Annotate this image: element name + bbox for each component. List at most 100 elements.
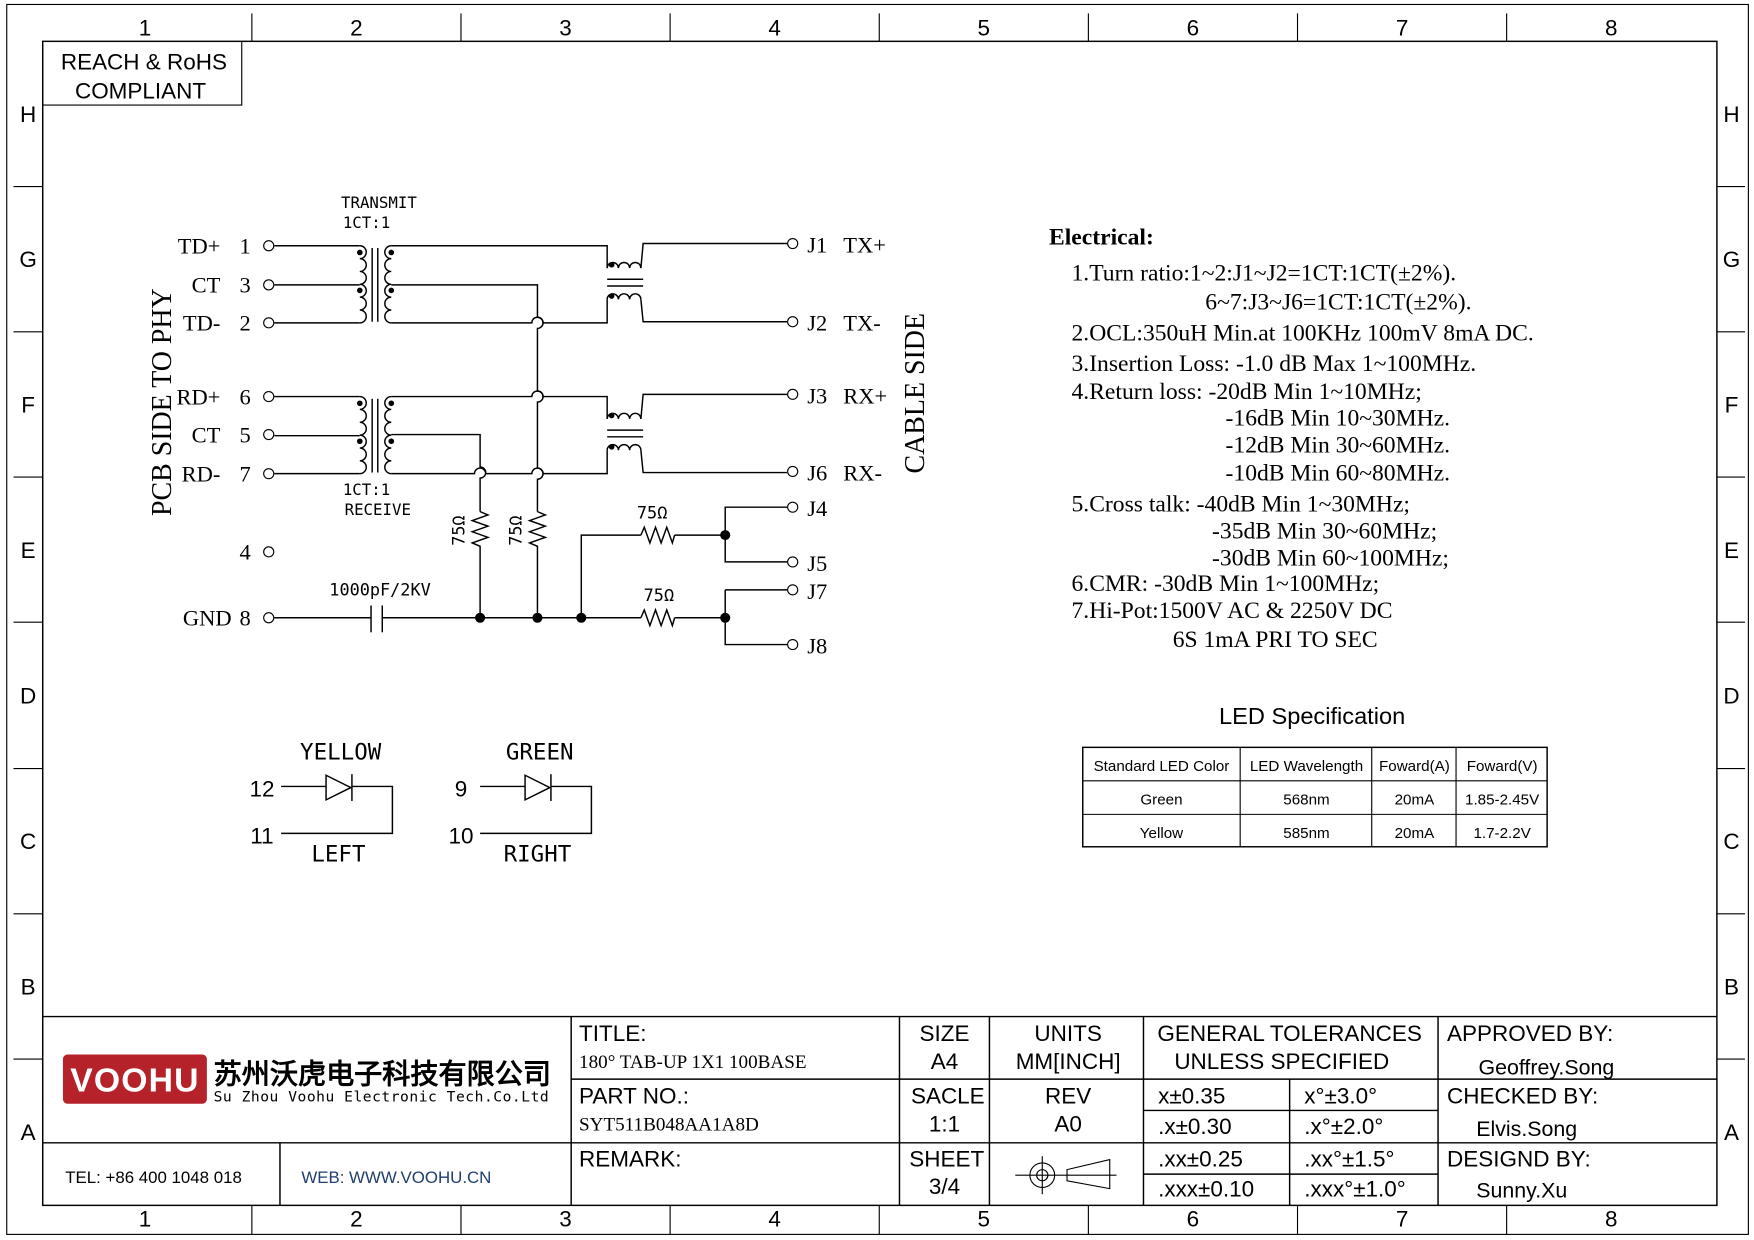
grid-column-label: 6 — [1187, 16, 1200, 41]
angular-tolerance: .xxx°±1.0° — [1304, 1176, 1406, 1201]
led-position-label: LEFT — [311, 841, 365, 867]
pin-number: J7 — [807, 579, 827, 604]
electrical-spec-line: 2.OCL:350uH Min.at 100KHz 100mV 8mA DC. — [1072, 321, 1534, 347]
linear-tolerance: x±0.35 — [1158, 1084, 1225, 1109]
linear-tolerance: .xx±0.25 — [1158, 1146, 1243, 1171]
tolerances-subtitle: UNLESS SPECIFIED — [1174, 1049, 1389, 1074]
pin-number: 4 — [239, 540, 250, 565]
pin-number: J6 — [807, 460, 827, 485]
checked-label: CHECKED BY: — [1447, 1084, 1598, 1109]
receive-label: RECEIVE — [345, 500, 411, 519]
pin-number: 8 — [239, 606, 250, 631]
grid-row-label: H — [20, 102, 36, 127]
grid-row-label: G — [1723, 247, 1740, 272]
pin-terminal — [263, 317, 275, 329]
electrical-spec-line: 1.Turn ratio:1~2:J1~J2=1CT:1CT(±2%). — [1072, 260, 1457, 286]
table-cell: 20mA — [1395, 791, 1436, 808]
approved-label: APPROVED BY: — [1447, 1021, 1613, 1046]
led-color-label: GREEN — [506, 740, 574, 766]
size-value: A4 — [931, 1049, 958, 1074]
table-header: LED Wavelength — [1250, 758, 1363, 775]
electrical-spec-line: -30dB Min 60~100MHz; — [1212, 545, 1449, 571]
pin-name: TX+ — [843, 233, 886, 258]
pin-terminal — [787, 501, 799, 513]
grid-column-label: 7 — [1396, 1207, 1409, 1232]
compliance-box: REACH & RoHS COMPLIANT — [42, 41, 243, 106]
grid-column-label: 3 — [559, 1207, 572, 1232]
grid-row-label: F — [21, 393, 35, 418]
pcb-side-label: PCB SIDE TO PHY — [147, 288, 178, 516]
table-cell: 20mA — [1395, 825, 1436, 842]
pin-number: J1 — [807, 233, 827, 258]
sheet-label: SHEET — [909, 1146, 984, 1171]
pin-name: RD- — [182, 462, 221, 487]
pin-terminal — [263, 279, 275, 291]
checked-value: Elvis.Song — [1476, 1117, 1577, 1141]
pin-name: TD+ — [178, 234, 221, 259]
grid-column-label: 2 — [350, 1207, 363, 1232]
angular-tolerance: .xx°±1.5° — [1304, 1146, 1394, 1171]
pin-terminal — [263, 546, 275, 558]
pin-terminal — [787, 316, 799, 328]
remark-label: REMARK: — [579, 1146, 681, 1171]
angular-tolerance: x°±3.0° — [1304, 1084, 1377, 1109]
website-link[interactable]: WEB: WWW.VOOHU.CN — [301, 1168, 491, 1187]
pcb-pin: GND 8 — [183, 606, 275, 631]
cable-pin: J5 — [787, 551, 827, 576]
pcb-pin: RD+6 — [176, 384, 275, 409]
grid-row-label: C — [1723, 829, 1739, 854]
table-header: Standard LED Color — [1094, 758, 1230, 775]
rev-label: REV — [1045, 1084, 1091, 1109]
pin-name: CT — [192, 422, 221, 447]
junction-dots — [475, 530, 731, 623]
cable-pin: J4 — [787, 496, 827, 521]
pin-terminal — [787, 388, 799, 400]
grid-column-label: 6 — [1187, 1207, 1200, 1232]
designed-value: Sunny.Xu — [1476, 1179, 1567, 1203]
logo-text: VOOHU — [70, 1063, 199, 1100]
pin-number: 1 — [239, 234, 250, 259]
pin-terminal — [263, 390, 275, 403]
receive-transformer — [274, 390, 788, 475]
transmit-transformer — [274, 242, 788, 324]
grid-row-label: B — [21, 975, 36, 1000]
grid-column-label: 4 — [768, 16, 781, 41]
pin-number: J2 — [807, 311, 827, 336]
diode-icon — [524, 774, 552, 802]
cable-pin: J7 — [787, 579, 827, 604]
tolerances-title: GENERAL TOLERANCES — [1157, 1021, 1421, 1046]
company-logo: VOOHU 苏州沃虎电子科技有限公司 Su Zhou Voohu Electro… — [62, 1054, 551, 1105]
grid-column-label: 2 — [350, 16, 363, 41]
resistor-label: 75Ω — [448, 516, 468, 546]
resistor — [527, 510, 548, 618]
electrical-title: Electrical: — [1049, 225, 1154, 251]
transmit-label: TRANSMIT — [341, 193, 417, 212]
table-header: Foward(V) — [1467, 758, 1538, 775]
title-label: TITLE: — [579, 1021, 646, 1046]
cable-pin: J1 TX+ — [787, 233, 886, 258]
grid-column-label: 5 — [978, 1207, 991, 1232]
grid-column-label: 1 — [139, 1207, 152, 1232]
resistor-label: 75Ω — [637, 502, 667, 522]
pin-number: J5 — [807, 551, 827, 576]
led-position-label: RIGHT — [504, 841, 572, 867]
electrical-spec: Electrical: 1.Turn ratio:1~2:J1~J2=1CT:1… — [1049, 225, 1534, 653]
electrical-spec-line: 6S 1mA PRI TO SEC — [1173, 627, 1378, 653]
part-label: PART NO.: — [579, 1084, 689, 1109]
table-cell: 1.7-2.2V — [1473, 825, 1531, 842]
led-pin-number: 9 — [455, 777, 468, 802]
grid-row-label: G — [19, 247, 36, 272]
units-value: MM[INCH] — [1016, 1049, 1121, 1074]
pin-terminal — [787, 584, 799, 596]
pin-number: J4 — [807, 496, 827, 521]
pin-name: GND — [183, 606, 232, 631]
ground-network — [274, 284, 788, 646]
grid-row-label: E — [21, 538, 36, 563]
pin-terminal — [787, 237, 799, 250]
pin-number: 2 — [239, 311, 250, 336]
electrical-spec-line: 6.CMR: -30dB Min 1~100MHz; — [1072, 571, 1380, 597]
pin-number: 6 — [239, 384, 250, 409]
